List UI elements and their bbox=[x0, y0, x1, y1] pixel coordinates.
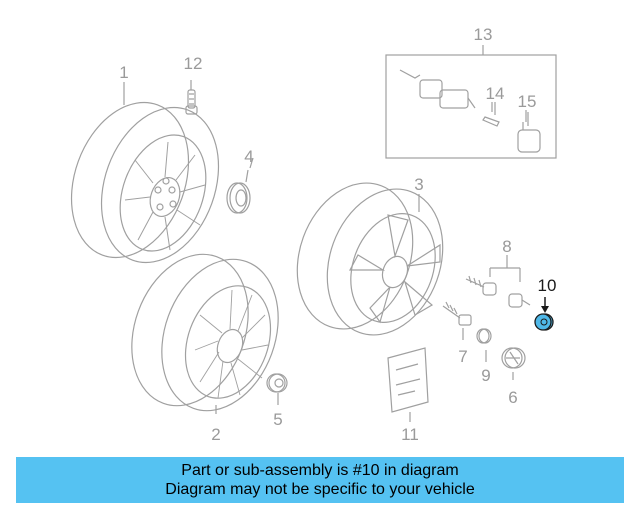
callout-10[interactable]: 10 bbox=[538, 276, 557, 295]
callout-1: 1 bbox=[119, 63, 128, 82]
callout-5: 5 bbox=[273, 410, 282, 429]
part-6-cap bbox=[501, 347, 526, 380]
wheel-3 bbox=[296, 182, 444, 336]
part-8-lug-bolts bbox=[465, 255, 531, 308]
callout-12: 12 bbox=[184, 54, 203, 73]
callout-9: 9 bbox=[481, 366, 490, 385]
callout-4: 4 bbox=[244, 147, 253, 166]
callout-3: 3 bbox=[414, 175, 423, 194]
part-7-lug-bolt bbox=[442, 301, 472, 340]
part-11-label bbox=[387, 347, 429, 422]
callout-13: 13 bbox=[474, 25, 493, 44]
part-12-valve-stem bbox=[185, 80, 198, 115]
part-5-cap bbox=[266, 373, 288, 405]
leader-lines bbox=[123, 82, 527, 414]
callout-11: 11 bbox=[401, 425, 419, 444]
callout-2: 2 bbox=[211, 425, 220, 444]
callout-8: 8 bbox=[502, 237, 511, 256]
callout-6: 6 bbox=[508, 388, 517, 407]
callout-7: 7 bbox=[458, 347, 467, 366]
part-9-washer bbox=[476, 328, 492, 362]
info-banner: Part or sub-assembly is #10 in diagram D… bbox=[16, 457, 624, 503]
part-13-sensor-kit bbox=[385, 45, 557, 159]
callout-14: 14 bbox=[486, 84, 505, 103]
callout-15: 15 bbox=[518, 92, 537, 111]
wheel-2 bbox=[131, 253, 279, 412]
parts-diagram: 1 2 3 4 5 6 7 8 9 10 11 12 13 14 15 bbox=[70, 25, 557, 444]
wheel-1 bbox=[70, 101, 220, 264]
banner-line-2: Diagram may not be specific to your vehi… bbox=[165, 481, 475, 498]
part-4-center-cap bbox=[226, 169, 251, 214]
banner-line-1: Part or sub-assembly is #10 in diagram bbox=[181, 462, 459, 479]
part-10-wheel-nut[interactable] bbox=[534, 297, 554, 331]
